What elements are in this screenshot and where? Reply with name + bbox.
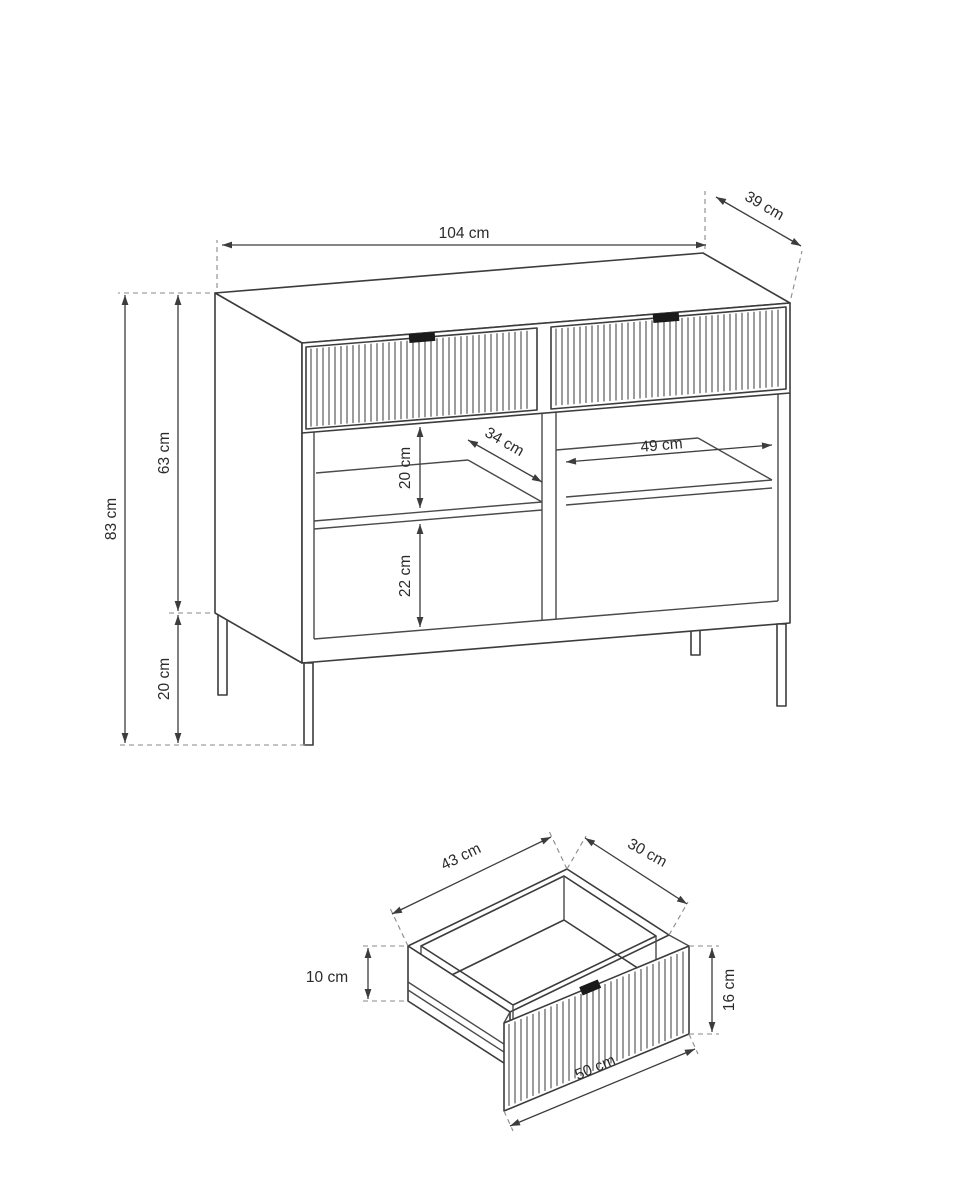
cabinet-leg-front-left — [303, 662, 314, 746]
drawer-band-bottom-edge — [301, 392, 791, 434]
right-drawer-handle — [652, 311, 680, 324]
drawer-front-fluting — [508, 951, 684, 1106]
right-shelf-back-edge — [555, 437, 699, 451]
cabinet-leg-back-left — [217, 612, 228, 696]
cabinet-left-face — [214, 292, 303, 664]
left-shelf-thickness-edge — [313, 509, 543, 530]
left-drawer-fluting — [310, 330, 528, 427]
dimension-lines — [121, 196, 802, 1127]
drawer-panel-join-left — [503, 1011, 511, 1024]
left-shelf-back-edge — [315, 459, 469, 474]
cabinet-interior — [313, 394, 779, 640]
cabinet-depth-label: 39 cm — [742, 188, 787, 224]
inner-bottom-edge — [313, 600, 779, 640]
lower-compartment-height-label: 22 cm — [397, 555, 414, 597]
drawer-panel-join-right — [668, 934, 690, 947]
drawer-inner-width-label: 43 cm — [438, 840, 483, 874]
drawer-drawing — [407, 868, 690, 1112]
right-shelf-depth-edge — [697, 437, 773, 481]
drawer-front-height-label: 16 cm — [721, 969, 738, 1011]
cabinet-width-label: 104 cm — [439, 225, 490, 242]
cabinet-leg-height-label: 20 cm — [156, 658, 173, 700]
left-shelf-front-edge — [313, 501, 543, 522]
extension-lines — [116, 191, 803, 1132]
right-drawer-fluting — [555, 309, 779, 406]
drawer-side-height-label: 10 cm — [306, 969, 348, 986]
right-shelf-front-edge — [565, 479, 773, 498]
drawer-handle-notch — [579, 979, 602, 996]
cabinet-drawing — [214, 252, 791, 746]
cabinet-body-height-label: 63 cm — [156, 432, 173, 474]
drawer-inner-depth-label: 30 cm — [625, 835, 670, 870]
niche-width-label: 49 cm — [640, 435, 684, 456]
cabinet-front-legs — [303, 623, 787, 746]
left-shelf-depth-edge — [467, 459, 543, 503]
right-shelf-thickness-edge — [565, 487, 773, 506]
drawer-slide-rail-lower — [407, 989, 511, 1057]
cabinet-total-height-label: 83 cm — [103, 498, 120, 540]
drawer-slide-rail-upper — [407, 981, 511, 1049]
cabinet-leg-front-right — [776, 623, 787, 707]
left-drawer-handle — [408, 331, 436, 344]
upper-compartment-height-label: 20 cm — [397, 447, 414, 489]
